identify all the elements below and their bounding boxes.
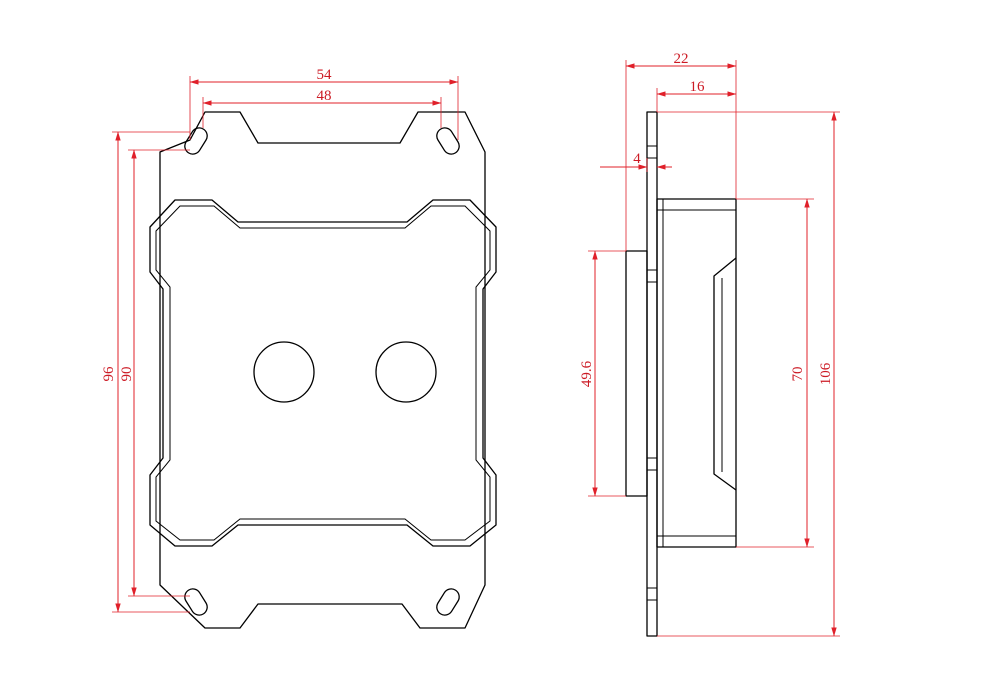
front-view: 54 48 96 90 (101, 67, 497, 629)
dim-block-height-label: 70 (790, 367, 806, 382)
outlet-port (375, 341, 437, 403)
mounting-slot-top-right (436, 127, 460, 155)
dim-bracket-height: 49.6 (579, 250, 598, 497)
inlet-port (253, 341, 315, 403)
dim-total-depth: 22 (625, 51, 737, 69)
side-view: 22 16 4 49.6 70 106 (579, 51, 840, 637)
dim-height-inner: 90 (119, 149, 137, 597)
dim-plate-thickness-label: 4 (633, 151, 641, 167)
side-block-recess (713, 257, 737, 491)
side-mounting-plate (646, 111, 658, 637)
dim-hole-span-inner: 48 (202, 88, 442, 106)
dim-hole-span-outer: 54 (189, 67, 459, 85)
dim-plate-height-label: 106 (818, 362, 834, 385)
dim-hole-span-inner-label: 48 (317, 88, 332, 104)
dim-hole-span-outer-label: 54 (317, 67, 333, 83)
water-block-outer (149, 199, 497, 547)
side-bracket (625, 250, 648, 497)
dim-total-depth-label: 22 (674, 51, 689, 67)
side-water-block (656, 198, 737, 548)
dim-height-outer-label: 96 (101, 366, 117, 382)
mounting-slot-top-left (184, 127, 208, 155)
dim-block-depth: 16 (656, 79, 737, 97)
water-block-inner (155, 205, 491, 541)
dim-block-height: 70 (790, 198, 810, 548)
front-extension-lines (112, 76, 459, 613)
mounting-plate-outline (159, 111, 486, 629)
dim-plate-height: 106 (818, 111, 837, 637)
dim-height-outer: 96 (101, 131, 121, 613)
dim-bracket-height-label: 49.6 (579, 360, 595, 387)
dim-height-inner-label: 90 (119, 367, 135, 382)
mounting-slot-bottom-left (184, 588, 208, 616)
mounting-slot-bottom-right (436, 588, 460, 616)
dim-plate-thickness: 4 (600, 151, 672, 172)
dim-block-depth-label: 16 (690, 79, 706, 95)
